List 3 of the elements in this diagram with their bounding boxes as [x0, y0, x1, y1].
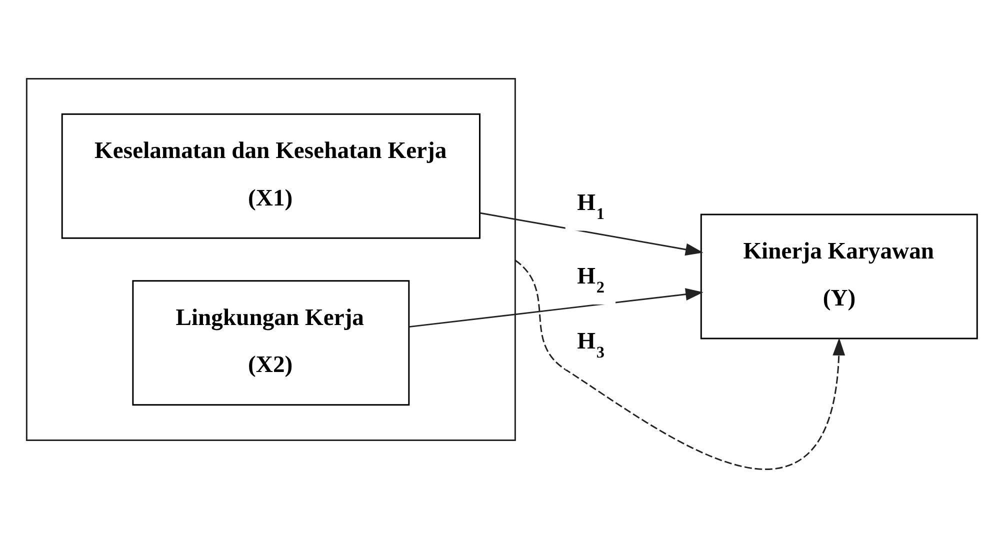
edge-label: H$_{2}$ — [577, 264, 604, 297]
edge-label: H$_{3}$ — [577, 328, 604, 362]
edge-label: H$_{1}$ — [577, 190, 604, 223]
